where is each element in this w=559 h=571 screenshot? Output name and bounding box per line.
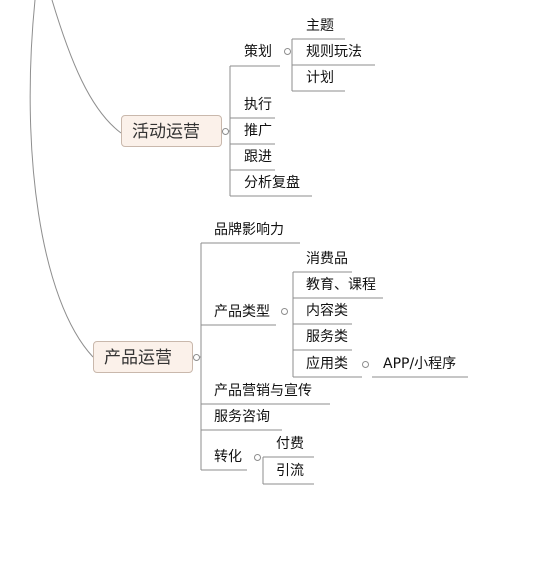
topic-review[interactable]: 分析复盘 — [244, 175, 300, 191]
central-topic-activity-operations[interactable]: 活动运营 — [121, 115, 222, 147]
topic-theme[interactable]: 主题 — [306, 18, 334, 34]
topic-rules[interactable]: 规则玩法 — [306, 44, 362, 60]
topic-traffic[interactable]: 引流 — [276, 463, 304, 479]
topic-service[interactable]: 服务类 — [306, 329, 348, 345]
topic-follow-up[interactable]: 跟进 — [244, 149, 272, 165]
topic-execute[interactable]: 执行 — [244, 97, 272, 113]
topic-application[interactable]: 应用类 — [306, 356, 348, 372]
topic-schedule[interactable]: 计划 — [306, 70, 334, 86]
collapse-toggle-icon[interactable] — [222, 128, 229, 135]
topic-consumer-goods[interactable]: 消费品 — [306, 251, 348, 267]
topic-product-types[interactable]: 产品类型 — [214, 304, 270, 320]
topic-conversion[interactable]: 转化 — [214, 449, 242, 465]
collapse-toggle-icon[interactable] — [254, 454, 261, 461]
topic-content[interactable]: 内容类 — [306, 303, 348, 319]
collapse-toggle-icon[interactable] — [193, 354, 200, 361]
topic-paid[interactable]: 付费 — [276, 436, 304, 452]
topic-plan[interactable]: 策划 — [244, 44, 272, 60]
central-topic-product-operations[interactable]: 产品运营 — [93, 341, 193, 373]
topic-brand-influence[interactable]: 品牌影响力 — [214, 222, 284, 238]
collapse-toggle-icon[interactable] — [284, 48, 291, 55]
collapse-toggle-icon[interactable] — [281, 308, 288, 315]
topic-marketing[interactable]: 产品营销与宣传 — [214, 383, 312, 399]
topic-education[interactable]: 教育、课程 — [306, 277, 376, 293]
topic-promote[interactable]: 推广 — [244, 123, 272, 139]
collapse-toggle-icon[interactable] — [362, 361, 369, 368]
topic-consulting[interactable]: 服务咨询 — [214, 409, 270, 425]
topic-app-mini-program[interactable]: APP/小程序 — [383, 356, 457, 372]
